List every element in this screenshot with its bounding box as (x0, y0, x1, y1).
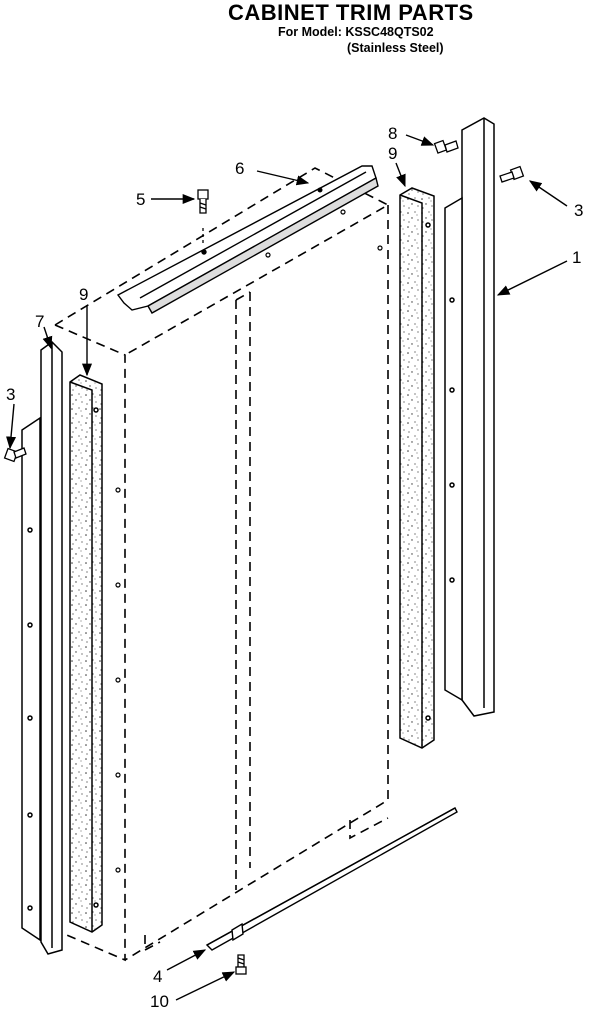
part-7-left-trim (40, 341, 63, 955)
finish-label: (Stainless Steel) (347, 41, 444, 55)
callout-6: 6 (235, 159, 244, 178)
part-3-screw-right (499, 165, 525, 183)
part-9-right-gasket (399, 187, 435, 749)
part-9-left-gasket (69, 374, 103, 933)
callout-9-right: 9 (388, 144, 397, 163)
diagram-title: CABINET TRIM PARTS (228, 0, 474, 25)
callout-5: 5 (136, 190, 145, 209)
callout-9-left: 9 (79, 285, 88, 304)
callout-4: 4 (153, 967, 162, 986)
part-8-screw (433, 139, 459, 154)
cabinet-holes (115, 209, 383, 873)
callout-7: 7 (35, 312, 44, 331)
callout-3-right: 3 (574, 201, 583, 220)
callout-labels: 8 9 6 5 3 1 9 7 3 4 10 (6, 124, 583, 1011)
callout-8: 8 (388, 124, 397, 143)
model-number: For Model: KSSC48QTS02 (278, 25, 434, 39)
callout-10: 10 (150, 992, 169, 1011)
part-5-screw (197, 189, 209, 246)
part-1-right-trim (444, 117, 495, 717)
callout-1: 1 (572, 248, 581, 267)
cabinet-outline (54, 167, 390, 962)
part-3-left-plate (21, 416, 41, 942)
part-10-screw (235, 954, 247, 975)
part-3-screw-left (3, 447, 27, 463)
part-6-top-trim (116, 165, 379, 314)
callout-3-left: 3 (6, 385, 15, 404)
leader-lines (6, 134, 568, 1001)
part-4-bottom-trim (205, 807, 458, 951)
